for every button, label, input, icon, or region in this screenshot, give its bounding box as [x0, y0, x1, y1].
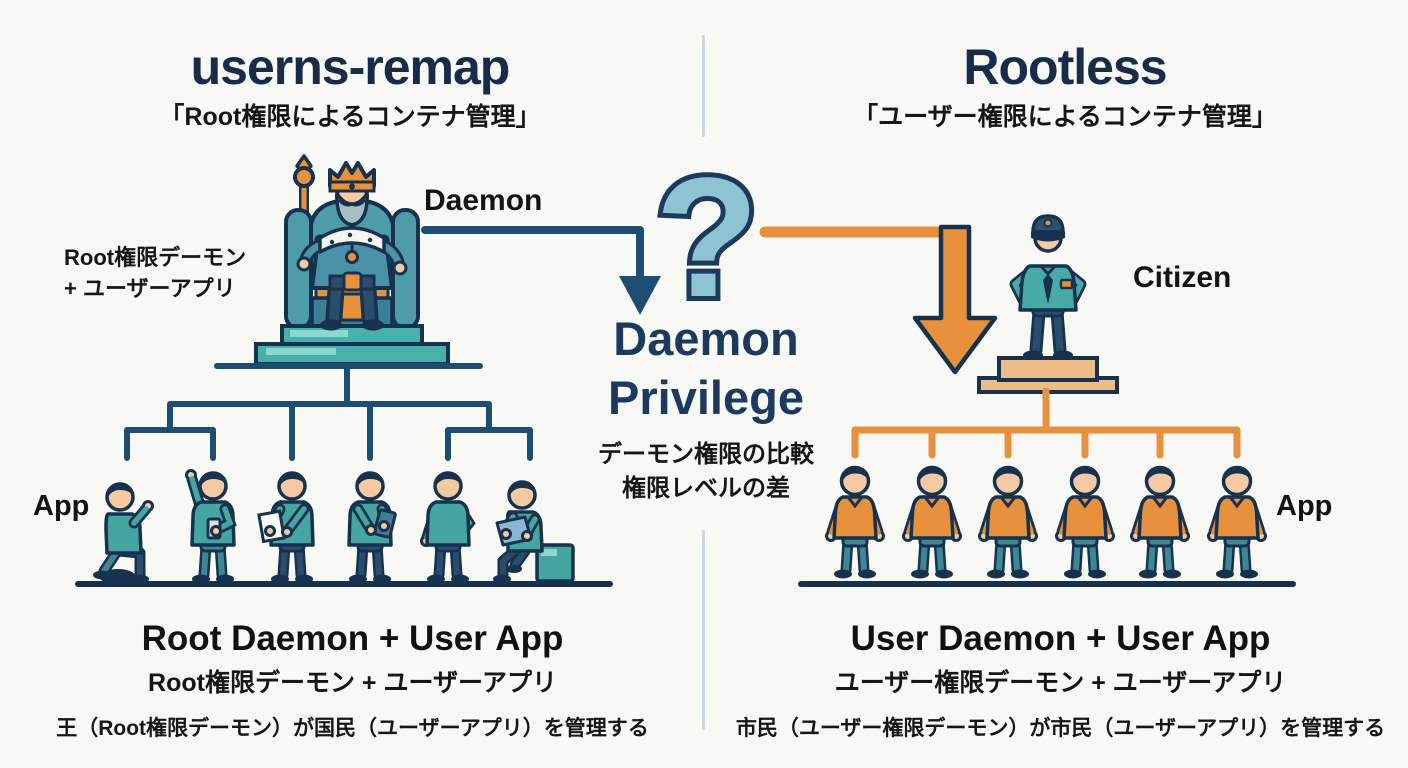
citizen-person-icon: [978, 465, 1038, 579]
citizen-person-icon: [902, 465, 962, 579]
question-mark-icon: ?: [650, 146, 764, 321]
left-subtitle: 「Root権限によるコンテナ管理」: [159, 103, 541, 131]
citizen-person-icon: [825, 465, 885, 579]
center-subtext: デーモン権限の比較 権限レベルの差: [520, 438, 892, 506]
right-app-label: App: [1276, 490, 1333, 522]
left-header: userns-remap 「Root権限によるコンテナ管理」: [70, 42, 630, 132]
right-ground-line: [798, 581, 1296, 587]
left-hierarchy-tree: [124, 363, 533, 461]
app-user-person-icon: [347, 471, 397, 584]
left-app-label: App: [33, 490, 90, 522]
police-officer-icon: [977, 214, 1119, 394]
center-heading-line1: Daemon: [613, 312, 799, 365]
right-hierarchy-tree: [851, 388, 1241, 459]
right-subtitle: 「ユーザー権限によるコンテナ管理」: [853, 103, 1277, 131]
down-arrow-orange-icon: [759, 224, 998, 375]
center-divider-bottom: [702, 530, 705, 730]
citizen-person-icon: [1055, 465, 1115, 579]
right-caption-ja: ユーザー権限デーモン + ユーザーアプリ: [834, 668, 1287, 697]
svg-text:?: ?: [655, 146, 759, 321]
center-subtext-line2: 権限レベルの差: [622, 475, 790, 503]
king-on-throne-icon: [254, 154, 450, 366]
right-caption-en: User Daemon + User App: [850, 619, 1271, 658]
right-header: Rootless 「ユーザー権限によるコンテナ管理」: [790, 42, 1340, 132]
right-caption-block: User Daemon + User App ユーザー権限デーモン + ユーザー…: [728, 619, 1393, 742]
right-title: Rootless: [963, 39, 1167, 95]
app-user-person-icon: [493, 480, 575, 584]
citizen-person-icon: [1207, 465, 1267, 579]
center-heading: Daemon Privilege: [520, 310, 892, 428]
left-title: userns-remap: [190, 39, 511, 95]
app-user-person-icon: [185, 469, 237, 584]
citizen-label: Citizen: [1133, 261, 1232, 294]
center-subtext-line1: デーモン権限の比較: [598, 441, 814, 468]
center-heading-line2: Privilege: [608, 370, 804, 424]
daemon-label: Daemon: [424, 184, 543, 217]
left-caption-en: Root Daemon + User App: [141, 619, 564, 658]
left-side-label: Root権限デーモン + ユーザーアプリ: [64, 245, 247, 302]
left-ground-line: [75, 581, 613, 587]
app-user-person-icon: [257, 471, 315, 584]
app-user-person-icon: [420, 471, 476, 584]
center-divider-top: [702, 35, 705, 137]
left-caption-block: Root Daemon + User App Root権限デーモン + ユーザー…: [25, 619, 680, 742]
right-caption-detail: 市民（ユーザー権限デーモン）が市民（ユーザーアプリ）を管理する: [735, 716, 1386, 740]
left-caption-ja: Root権限デーモン + ユーザーアプリ: [148, 668, 557, 697]
down-arrow-navy-icon: [421, 226, 661, 315]
app-user-person-icon: [93, 482, 154, 585]
citizen-person-icon: [1130, 465, 1190, 579]
left-caption-detail: 王（Root権限デーモン）が国民（ユーザーアプリ）を管理する: [56, 716, 649, 740]
